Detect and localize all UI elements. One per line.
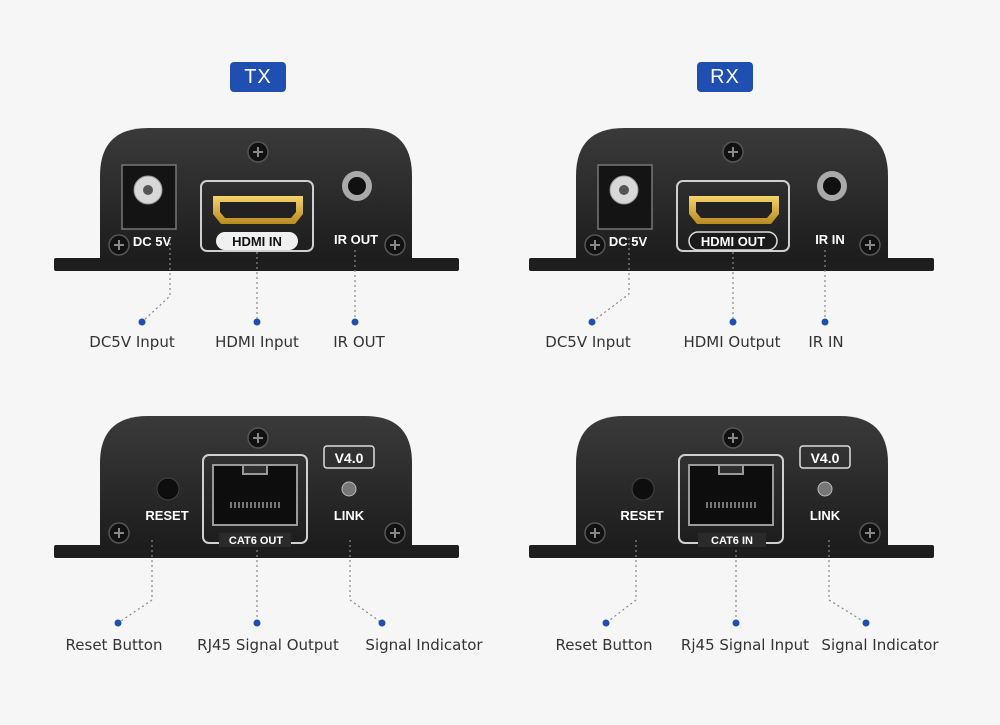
leader-line bbox=[117, 540, 153, 624]
version-label: V4.0 bbox=[811, 450, 840, 466]
hdmi-label: HDMI OUT bbox=[701, 234, 765, 249]
dc-label: DC 5V bbox=[133, 234, 172, 249]
dc-jack-pin bbox=[143, 185, 153, 195]
callout-dot bbox=[732, 619, 740, 627]
callout-dot bbox=[729, 318, 737, 326]
ir-jack-hole bbox=[823, 177, 841, 195]
hdmi-label-pill bbox=[688, 231, 778, 251]
hdmi-port-frame bbox=[676, 180, 790, 252]
cat-label: CAT6 IN bbox=[711, 535, 753, 547]
dc-jack-pin bbox=[619, 185, 629, 195]
screw-icon bbox=[584, 234, 606, 256]
callout-rx-ir: IR IN bbox=[808, 333, 844, 351]
reset-button-icon bbox=[156, 477, 180, 501]
cat-label-bg bbox=[219, 533, 291, 547]
tx-front-housing bbox=[100, 128, 412, 262]
leader-line bbox=[828, 540, 867, 624]
ir-label: IR OUT bbox=[334, 232, 378, 247]
callout-dot bbox=[378, 619, 386, 627]
rx-front-panel: DC 5V HDMI OUT IR IN bbox=[529, 128, 934, 326]
rj45-port-icon bbox=[212, 464, 298, 526]
callout-rx-hdmi: HDMI Output bbox=[683, 333, 781, 351]
rx-back-panel: RESET CAT6 IN V4.0 LINK bbox=[529, 416, 934, 627]
reset-label: RESET bbox=[145, 508, 188, 523]
screw-icon bbox=[722, 141, 744, 163]
rx-front-housing bbox=[576, 128, 888, 262]
callout-dot bbox=[821, 318, 829, 326]
screw-icon bbox=[722, 427, 744, 449]
leader-line bbox=[349, 540, 383, 624]
version-badge bbox=[323, 445, 375, 469]
leader-line bbox=[605, 540, 637, 624]
led-indicator-icon bbox=[341, 481, 357, 497]
callout-dot bbox=[588, 318, 596, 326]
callout-tx-hdmi: HDMI Input bbox=[215, 333, 299, 351]
callout-dot bbox=[138, 318, 146, 326]
hdmi-port-slot bbox=[220, 202, 296, 218]
screw-icon bbox=[108, 234, 130, 256]
cat-label-bg bbox=[698, 533, 766, 547]
dc-label: DC 5V bbox=[609, 234, 648, 249]
reset-label: RESET bbox=[620, 508, 663, 523]
rx-badge: RX bbox=[697, 62, 753, 92]
ir-label: IR IN bbox=[815, 232, 845, 247]
callout-tx-reset: Reset Button bbox=[65, 636, 163, 654]
rj45-port-icon bbox=[688, 464, 774, 526]
cat-label: CAT6 OUT bbox=[229, 535, 283, 547]
callout-rx-dc: DC5V Input bbox=[545, 333, 631, 351]
link-label: LINK bbox=[810, 508, 841, 523]
version-label: V4.0 bbox=[335, 450, 364, 466]
link-label: LINK bbox=[334, 508, 365, 523]
leader-line bbox=[591, 238, 630, 323]
screw-icon bbox=[247, 141, 269, 163]
hdmi-port-slot bbox=[696, 202, 772, 218]
ir-jack-hole bbox=[348, 177, 366, 195]
screw-icon bbox=[108, 522, 130, 544]
callout-rx-rj45: Rj45 Signal Input bbox=[680, 636, 810, 654]
reset-button-icon bbox=[631, 477, 655, 501]
callout-tx-dc: DC5V Input bbox=[89, 333, 175, 351]
led-indicator-icon bbox=[817, 481, 833, 497]
hdmi-port-frame bbox=[200, 180, 314, 252]
callout-tx-rj45: RJ45 Signal Output bbox=[197, 636, 339, 654]
hdmi-label-pill bbox=[216, 232, 298, 250]
tx-front-panel: DC 5V HDMI IN IR OUT bbox=[54, 128, 459, 326]
screw-icon bbox=[859, 522, 881, 544]
callout-dot bbox=[602, 619, 610, 627]
callout-dot bbox=[253, 619, 261, 627]
version-badge bbox=[799, 445, 851, 469]
callout-dot bbox=[862, 619, 870, 627]
screw-icon bbox=[247, 427, 269, 449]
tx-badge: TX bbox=[230, 62, 286, 92]
screw-icon bbox=[859, 234, 881, 256]
hdmi-label: HDMI IN bbox=[232, 234, 282, 249]
tx-back-panel: RESET CAT6 OUT V4.0 LINK bbox=[54, 416, 459, 627]
callout-rx-reset: Reset Button bbox=[555, 636, 653, 654]
screw-icon bbox=[384, 234, 406, 256]
callout-dot bbox=[351, 318, 359, 326]
screw-icon bbox=[384, 522, 406, 544]
callout-rx-signal: Signal Indicator bbox=[821, 636, 939, 654]
callout-tx-signal: Signal Indicator bbox=[365, 636, 483, 654]
callout-dot bbox=[253, 318, 261, 326]
screw-icon bbox=[584, 522, 606, 544]
callout-tx-ir: IR OUT bbox=[333, 333, 385, 351]
callout-dot bbox=[114, 619, 122, 627]
